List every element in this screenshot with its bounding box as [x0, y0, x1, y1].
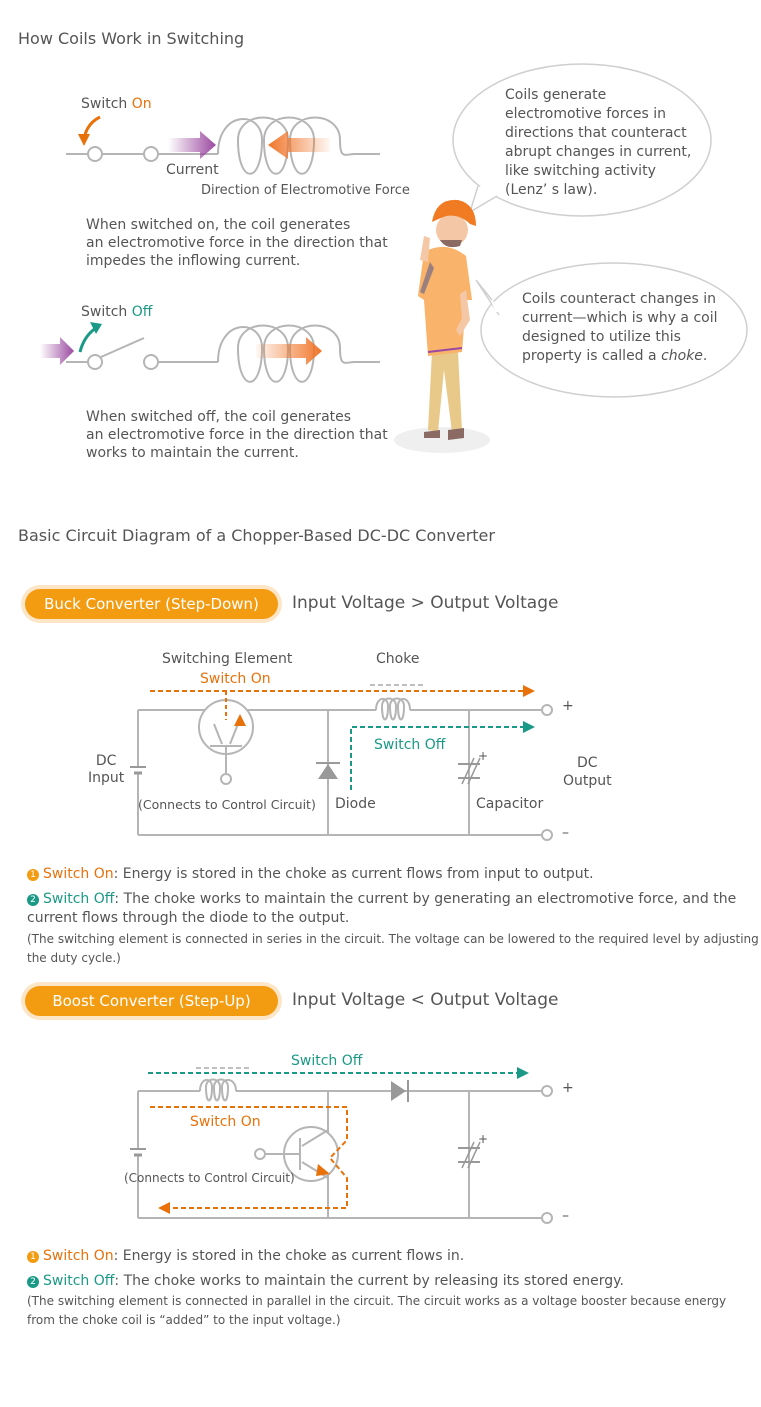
switch-on-description: When switched on, the coil generates an …: [86, 217, 388, 269]
diode-label: Diode: [335, 796, 376, 812]
boost-minus-terminal: –: [562, 1208, 569, 1224]
boost-converter-pill: Boost Converter (Step-Up): [25, 986, 278, 1016]
buck-plus-terminal: +: [562, 698, 574, 714]
emf-arrow-right: [256, 337, 322, 365]
current-arrow: [168, 131, 216, 159]
buck-circuit: [137, 697, 553, 841]
capacitor-label: Capacitor: [476, 796, 544, 812]
engineer-character-illustration: [394, 199, 490, 453]
switching-element-label: Switching Element: [162, 651, 293, 667]
section-title-dcdc: Basic Circuit Diagram of a Chopper-Based…: [18, 526, 495, 545]
boost-circuit: [137, 1078, 553, 1224]
buck-switch-off-label: Switch Off: [374, 737, 446, 753]
choke-label: Choke: [376, 651, 420, 667]
buck-cap-plus: +: [478, 749, 489, 763]
emf-arrow-left: [268, 131, 330, 159]
buck-converter-pill: Buck Converter (Step-Down): [25, 589, 278, 619]
buck-switch-on-label: Switch On: [200, 671, 271, 687]
boost-switch-on-label: Switch On: [190, 1114, 261, 1130]
boost-switch-off-label: Switch Off: [291, 1053, 363, 1069]
choke-bubble-text: Coils counteract changes in current—whic…: [522, 291, 718, 364]
emf-label: Direction of Electromotive Force: [201, 183, 410, 198]
switch-on-label: Switch On: [81, 96, 152, 112]
boost-control-circuit-label: (Connects to Control Circuit): [124, 1171, 295, 1185]
switch-off-label: Switch Off: [81, 304, 153, 320]
speech-bubble-1: [452, 63, 712, 217]
buck-relation: Input Voltage > Output Voltage: [292, 593, 559, 613]
boost-relation: Input Voltage < Output Voltage: [292, 990, 559, 1010]
coil-diagrams: [40, 63, 748, 453]
boost-cap-plus: +: [478, 1132, 489, 1146]
switch-on-diagram: [66, 116, 380, 175]
buck-note: (The switching element is connected in s…: [27, 932, 759, 965]
boost-plus-terminal: +: [562, 1080, 574, 1096]
switch-off-description: When switched off, the coil generates an…: [86, 409, 388, 461]
section-title-coils: How Coils Work in Switching: [18, 29, 245, 48]
current-arrow-off: [40, 337, 74, 365]
lenz-law-bubble-text: Coils generate electromotive forces in d…: [505, 87, 692, 198]
boost-note: (The switching element is connected in p…: [27, 1294, 727, 1327]
speech-bubble-2: [475, 262, 748, 398]
switch-off-diagram: [66, 324, 380, 383]
buck-minus-terminal: –: [562, 825, 569, 841]
buck-control-circuit-label: (Connects to Control Circuit): [138, 797, 316, 812]
switch-off-arrow: [78, 326, 97, 353]
current-label: Current: [166, 162, 219, 178]
